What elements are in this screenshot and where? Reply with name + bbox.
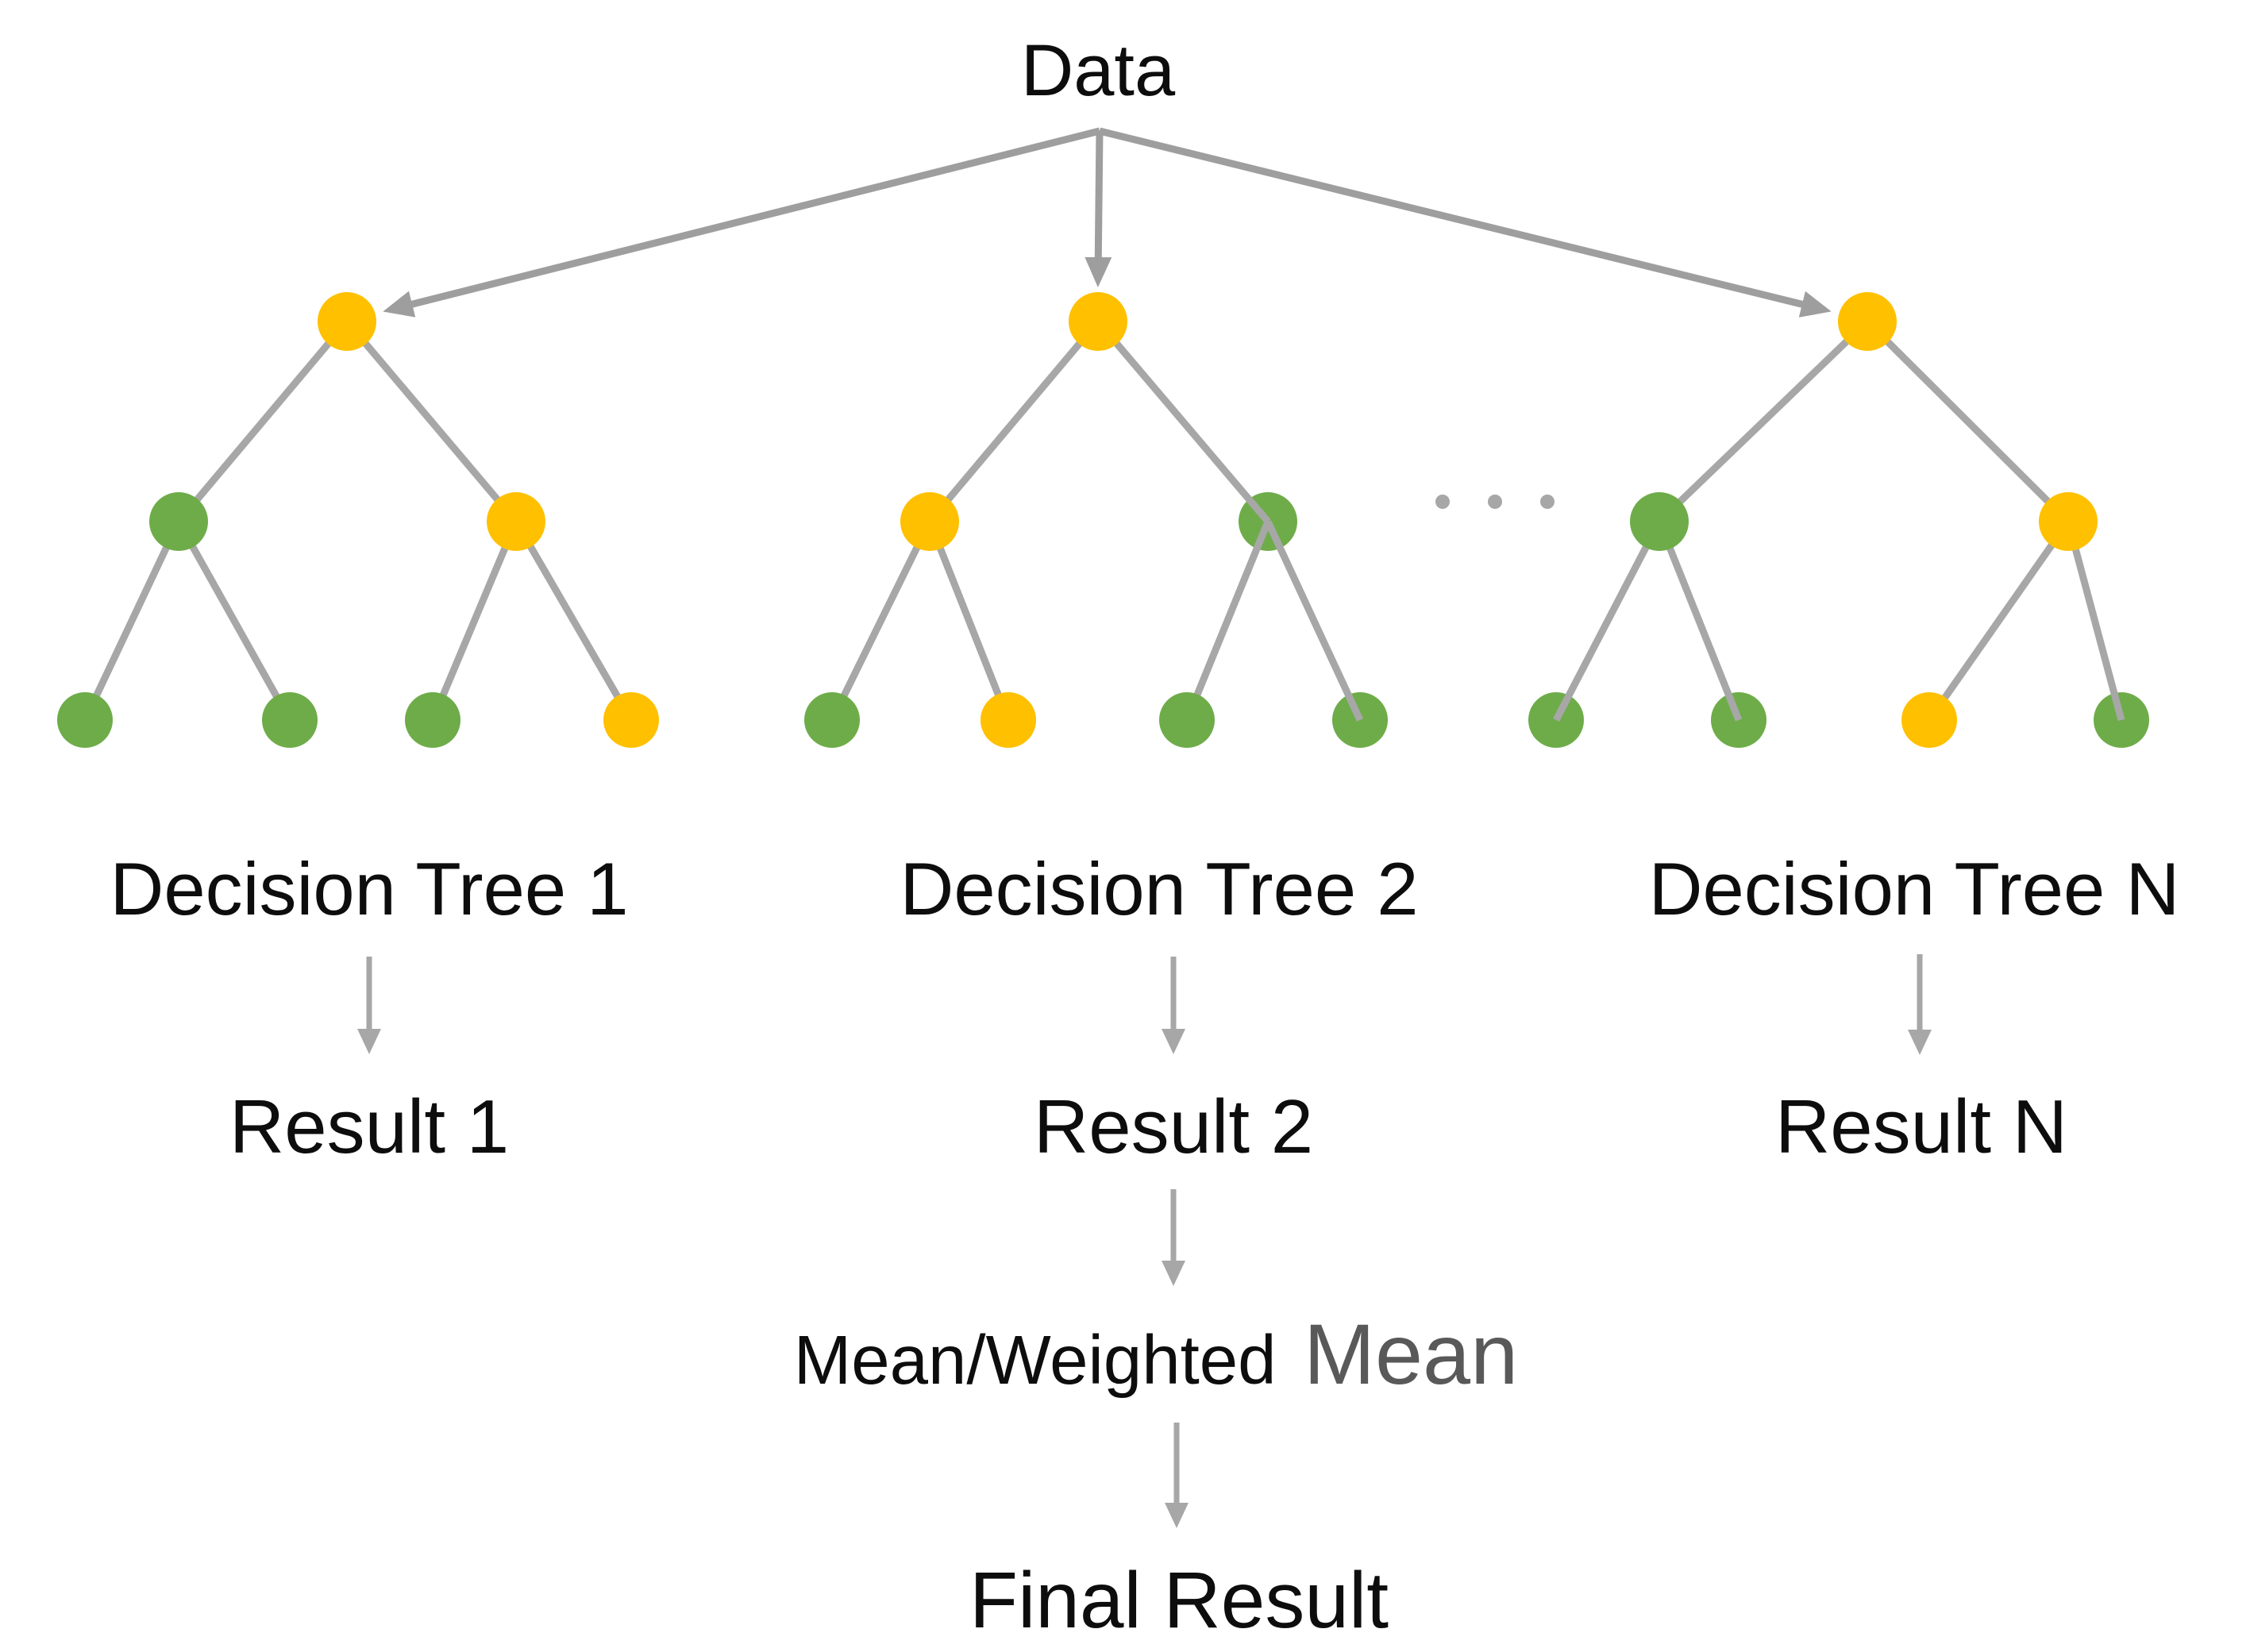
mean-label-black: Mean/Weighted: [794, 1322, 1277, 1399]
tree-3-edge: [1656, 318, 1871, 525]
ellipsis-dot: [1540, 495, 1555, 509]
tree-3-child-node-2: [2039, 492, 2098, 551]
tree-3-edge: [2064, 520, 2125, 722]
tree-1-edge: [175, 519, 293, 722]
tree-2-edge: [828, 520, 934, 722]
tree-3-edge: [1864, 318, 2071, 525]
result-n-label: Result N: [1775, 1084, 2067, 1169]
tree-1-leaf-node-2: [262, 692, 318, 748]
tree-1-child-node-1: [149, 492, 208, 551]
tree-3-child-node-1: [1630, 492, 1689, 551]
decision-tree-1-label: Decision Tree 1: [110, 847, 628, 930]
tree-2-leaf-node-3: [1159, 692, 1215, 748]
tree-graph: [57, 292, 2149, 748]
tree-3-leaf-node-3: [1901, 692, 1957, 748]
tree-3-edge: [1926, 519, 2071, 722]
data-to-tree-n-arrow: [1098, 127, 1832, 318]
result-2-label: Result 2: [1034, 1084, 1313, 1169]
tree-1-edge: [175, 319, 350, 524]
tree-2-leaf-node-2: [981, 692, 1036, 748]
tree-2-leaf-node-1: [804, 692, 860, 748]
tree-2-root-node: [1069, 292, 1127, 351]
tree-2-child-node-1: [900, 492, 959, 551]
tree-1-edge: [513, 519, 634, 722]
tree-1-child-node-2: [487, 492, 545, 551]
mean-label: Mean/Weighted Mean: [794, 1306, 1518, 1402]
tree-2-edge: [1264, 520, 1364, 722]
tree-3-edge: [1655, 520, 1743, 722]
tree-2-edge: [927, 319, 1101, 524]
tree-1-leaf-node-1: [57, 692, 113, 748]
result-1-label: Result 1: [229, 1084, 509, 1169]
data-label: Data: [1021, 30, 1176, 111]
tree-2-edge: [926, 520, 1012, 722]
data-to-tree-2-arrow: [1085, 130, 1112, 287]
final-result-label: Final Result: [969, 1556, 1389, 1645]
data-arrows: [383, 127, 1832, 318]
data-to-tree-1-arrow: [383, 127, 1101, 318]
tree-3-edge: [1553, 519, 1662, 722]
mean-label-gray: Mean: [1304, 1306, 1518, 1402]
decision-tree-2-label: Decision Tree 2: [900, 847, 1418, 930]
tree-2-edge: [1183, 520, 1272, 722]
tree-1-leaf-node-4: [603, 692, 659, 748]
tree-1-edge: [429, 520, 520, 722]
tree-1-edge: [81, 520, 183, 722]
tree-2-edge: [1095, 319, 1271, 524]
ellipsis-dot: [1488, 495, 1502, 509]
flow-arrows: [357, 954, 1932, 1528]
ellipsis-dot: [1435, 495, 1450, 509]
tree-1-root-node: [318, 292, 376, 351]
tree-1-edge: [344, 319, 519, 524]
decision-tree-n-label: Decision Tree N: [1649, 847, 2180, 930]
tree-1-leaf-node-3: [405, 692, 460, 748]
tree-3-root-node: [1838, 292, 1897, 351]
